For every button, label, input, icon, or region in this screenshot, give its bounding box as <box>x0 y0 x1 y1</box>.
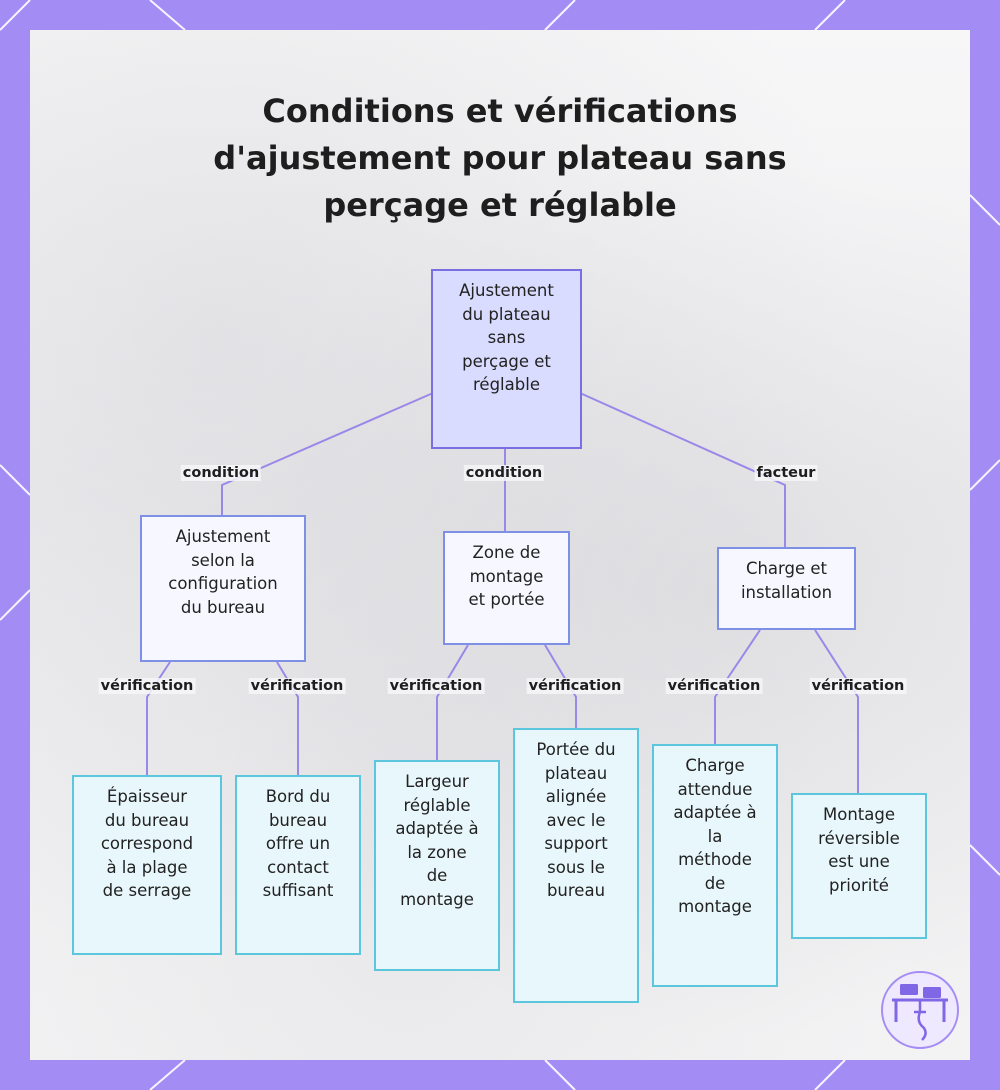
montage-line-2: réversible <box>793 827 925 851</box>
charge-line-1: Charge et <box>719 557 854 581</box>
root-line-1: Ajustement <box>433 279 580 303</box>
node-charge-installation: Charge et installation <box>717 547 856 630</box>
bord-line-5: suffisant <box>237 879 359 903</box>
zone-line-3: et portée <box>445 588 568 612</box>
portee-line-2: plateau <box>515 762 637 786</box>
largeur-line-4: la zone <box>376 841 498 865</box>
bord-line-3: offre un <box>237 832 359 856</box>
chargeatt-line-5: méthode <box>654 848 776 872</box>
portee-line-3: alignée <box>515 785 637 809</box>
config-line-3: configuration <box>142 572 304 596</box>
montage-line-4: priorité <box>793 874 925 898</box>
leaf-portee: Portée du plateau alignée avec le suppor… <box>513 728 639 1003</box>
edge-label-verification-2: vérification <box>249 678 346 694</box>
chargeatt-line-1: Charge <box>654 754 776 778</box>
epaisseur-line-3: correspond <box>74 832 220 856</box>
edge-label-verification-1: vérification <box>99 678 196 694</box>
chargeatt-line-2: attendue <box>654 778 776 802</box>
config-line-4: du bureau <box>142 596 304 620</box>
largeur-line-3: adaptée à <box>376 817 498 841</box>
bord-line-4: contact <box>237 856 359 880</box>
edge-label-verification-3: vérification <box>388 678 485 694</box>
chargeatt-line-6: de <box>654 872 776 896</box>
edge-label-condition-left: condition <box>181 465 261 481</box>
charge-line-2: installation <box>719 581 854 605</box>
chargeatt-line-7: montage <box>654 895 776 919</box>
leaf-charge-attendue: Charge attendue adaptée à la méthode de … <box>652 744 778 987</box>
bord-line-2: bureau <box>237 809 359 833</box>
root-node: Ajustement du plateau sans perçage et ré… <box>431 269 582 449</box>
leaf-largeur: Largeur réglable adaptée à la zone de mo… <box>374 760 500 971</box>
node-zone-montage: Zone de montage et portée <box>443 531 570 645</box>
root-line-2: du plateau <box>433 303 580 327</box>
largeur-line-1: Largeur <box>376 770 498 794</box>
portee-line-1: Portée du <box>515 738 637 762</box>
root-line-3: sans <box>433 326 580 350</box>
edge-charge-montage <box>815 630 858 793</box>
config-line-2: selon la <box>142 549 304 573</box>
largeur-line-6: montage <box>376 888 498 912</box>
largeur-line-2: réglable <box>376 794 498 818</box>
zone-line-1: Zone de <box>445 541 568 565</box>
root-line-5: réglable <box>433 373 580 397</box>
largeur-line-5: de <box>376 864 498 888</box>
root-line-4: perçage et <box>433 350 580 374</box>
epaisseur-line-5: de serrage <box>74 879 220 903</box>
chargeatt-line-3: adaptée à <box>654 801 776 825</box>
leaf-montage-reversible: Montage réversible est une priorité <box>791 793 927 939</box>
portee-line-4: avec le <box>515 809 637 833</box>
leaf-bord: Bord du bureau offre un contact suffisan… <box>235 775 361 955</box>
desk-logo-icon <box>880 970 960 1050</box>
portee-line-6: sous le <box>515 856 637 880</box>
node-configuration: Ajustement selon la configuration du bur… <box>140 515 306 662</box>
leaf-epaisseur: Épaisseur du bureau correspond à la plag… <box>72 775 222 955</box>
portee-line-5: support <box>515 832 637 856</box>
epaisseur-line-1: Épaisseur <box>74 785 220 809</box>
epaisseur-line-2: du bureau <box>74 809 220 833</box>
zone-line-2: montage <box>445 565 568 589</box>
edge-label-verification-5: vérification <box>666 678 763 694</box>
montage-line-3: est une <box>793 850 925 874</box>
edge-zone-largeur <box>437 645 468 760</box>
bord-line-1: Bord du <box>237 785 359 809</box>
edge-label-condition-center: condition <box>464 465 544 481</box>
chargeatt-line-4: la <box>654 825 776 849</box>
montage-line-1: Montage <box>793 803 925 827</box>
edge-label-verification-6: vérification <box>810 678 907 694</box>
portee-line-7: bureau <box>515 879 637 903</box>
edge-label-facteur: facteur <box>755 465 818 481</box>
edge-root-config <box>222 393 433 516</box>
config-line-1: Ajustement <box>142 525 304 549</box>
epaisseur-line-4: à la plage <box>74 856 220 880</box>
edge-label-verification-4: vérification <box>527 678 624 694</box>
